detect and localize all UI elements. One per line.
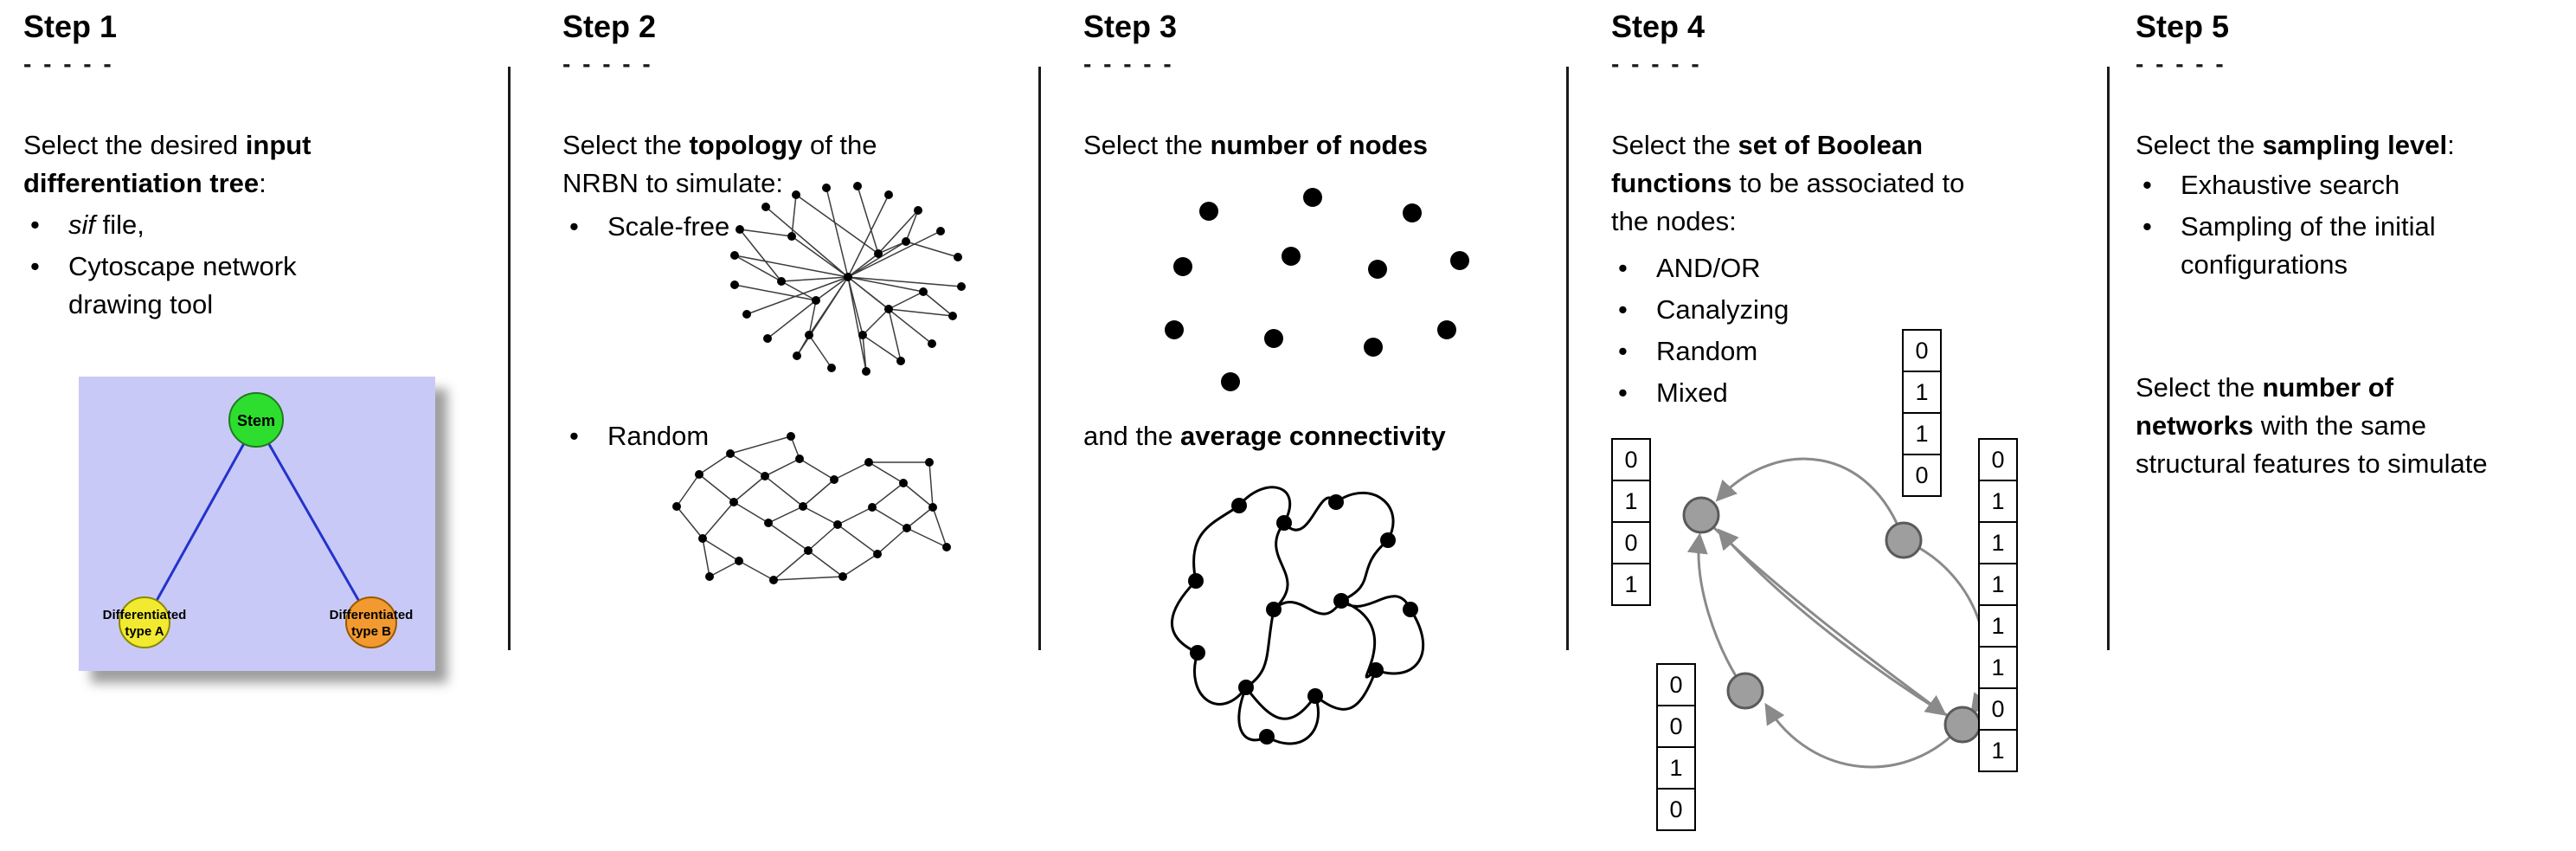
truth-table-cell: 1 [1978,480,2018,523]
step-2-option-random: Random [562,417,822,459]
divider-1 [508,67,511,650]
step-2-dashes: - - - - - [562,50,653,77]
step-5-title: Step 5 [2136,9,2230,44]
truth-table-cell: 1 [1978,646,2018,689]
step-3-dashes: - - - - - [1083,50,1174,77]
truth-table-cell: 1 [1656,746,1696,790]
random-network-image [672,432,951,584]
boolean-network-image: 0 1 1 0 0 1 0 1 0 0 1 0 0 1 1 1 [1611,322,2096,850]
connectivity-edges [1171,486,1425,745]
step-5-sampling-options: Exhaustive search Sampling of the initia… [2136,166,2542,287]
boolean-network-nodes [1682,496,1982,744]
truth-table-cell: 0 [1978,687,2018,731]
differentiated-type-b-node [345,596,397,648]
stem-label: Stem [237,412,275,429]
truth-table-left: 0 1 0 1 [1611,438,1651,606]
nodes-scatter-image [1165,188,1469,391]
step-5-column: Step 5 - - - - - Select the sampling lev… [2136,0,2573,851]
truth-table-cell: 1 [1978,604,2018,648]
truth-table-cell: 0 [1656,705,1696,748]
stem-node [228,392,284,448]
type-b-label-line2: type B [351,624,391,639]
truth-table-cell: 0 [1902,329,1942,372]
connectivity-network-image [1171,486,1425,745]
divider-4 [2107,67,2110,650]
scale-free-nodes [730,182,966,376]
step-2-intro: Select the topology of the NRBN to simul… [562,130,877,198]
random-network-edges [676,435,948,581]
step-3-title: Step 3 [1083,9,1178,44]
option-and-or: AND/OR [1611,249,1897,287]
step-2-option-scale-free: Scale-free [562,208,822,249]
boolean-network-arrows [1686,457,1991,769]
tree-edge-a [143,421,258,623]
option-sif-file: sif file, [23,206,318,244]
type-a-label-line2: type A [125,624,164,639]
truth-table-top: 0 1 1 0 [1902,329,1942,497]
truth-table-cell: 0 [1611,438,1651,481]
step-4-column: Step 4 - - - - - Select the set of Boole… [1611,0,2096,851]
truth-table-cell: 0 [1978,438,2018,481]
scale-free-network-image [730,182,966,376]
truth-table-bottom: 0 0 1 0 [1656,663,1696,831]
random-network-nodes [672,432,951,584]
truth-table-cell: 1 [1978,729,2018,772]
step-1-column: Step 1 - - - - - Select the desired inpu… [23,0,499,851]
step-3-column: Step 3 - - - - - Select the number of no… [1083,0,1568,851]
truth-table-cell: 0 [1656,788,1696,831]
option-random: Random [562,417,822,455]
truth-table-cell: 1 [1978,563,2018,606]
step-1-title: Step 1 [23,9,118,44]
truth-table-cell: 1 [1902,371,1942,414]
step-4-function-options: AND/OR Canalyzing Random Mixed [1611,249,1897,416]
truth-table-cell: 1 [1611,480,1651,523]
option-canalyzing: Canalyzing [1611,291,1897,329]
step-1-intro: Select the desired input differentiation… [23,130,312,198]
differentiation-tree-image: Stem Differentiated type A Differentiate… [79,377,435,671]
truth-table-cell: 0 [1902,454,1942,497]
option-cytoscape: Cytoscape network drawing tool [23,248,318,324]
step-2-column: Step 2 - - - - - Select the topology of … [562,0,1034,851]
divider-3 [1566,67,1569,650]
option-sampling-initial-configurations: Sampling of the initial configurations [2136,208,2542,284]
type-a-label-line1: Differentiated [103,608,187,622]
differentiation-tree-svg: Stem Differentiated type A Differentiate… [79,377,435,671]
step-3-line1: Select the number of nodes [1083,130,1428,160]
truth-table-right: 0 1 1 1 1 1 0 1 [1978,438,2018,772]
option-random-functions: Random [1611,332,1897,371]
step-5-dashes: - - - - - [2136,50,2226,77]
step-4-intro: Select the set of Boolean functions to b… [1611,130,1965,236]
step-1-dashes: - - - - - [23,50,114,77]
step-1-options: sif file, Cytoscape network drawing tool [23,206,318,327]
truth-table-cell: 1 [1978,521,2018,564]
step-4-dashes: - - - - - [1611,50,1702,77]
option-scale-free: Scale-free [562,208,822,246]
step-3-line2: and the average connectivity [1083,421,1446,451]
differentiated-type-a-node [119,596,170,648]
truth-table-cell: 0 [1611,521,1651,564]
step-4-title: Step 4 [1611,9,1706,44]
truth-table-cell: 1 [1611,563,1651,606]
option-exhaustive-search: Exhaustive search [2136,166,2542,204]
scale-free-edges [734,185,962,372]
type-b-label-line1: Differentiated [330,608,414,622]
tree-edge-b [254,421,373,623]
divider-2 [1038,67,1041,650]
scatter-nodes [1165,188,1469,391]
step-5-intro: Select the sampling level: [2136,130,2455,160]
truth-table-cell: 1 [1902,412,1942,455]
step-2-title: Step 2 [562,9,657,44]
truth-table-cell: 0 [1656,663,1696,706]
connectivity-nodes [1188,494,1418,745]
option-mixed: Mixed [1611,374,1897,412]
